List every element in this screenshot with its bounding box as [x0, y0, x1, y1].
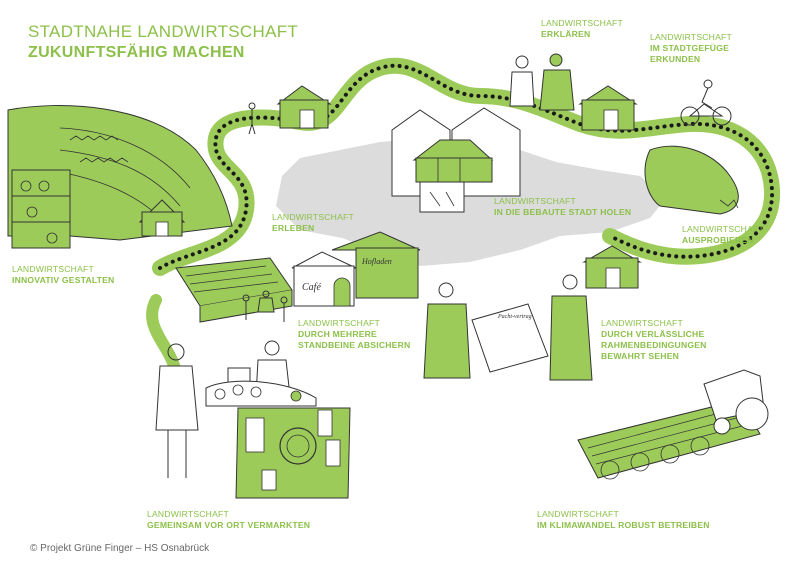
- label-line: IM KLIMAWANDEL ROBUST BETREIBEN: [537, 520, 710, 530]
- label-line: RAHMENBEDINGUNGEN: [601, 340, 707, 350]
- label-line: IN DIE BEBAUTE STADT HOLEN: [494, 207, 632, 217]
- hofladen-building: Hofladen: [331, 231, 421, 299]
- small-shed-left: [138, 199, 186, 237]
- crop-field: [175, 257, 293, 323]
- label-erklaeren: LANDWIRTSCHAFT ERKLÄREN: [541, 18, 623, 40]
- cafe-sign: Café: [302, 282, 321, 293]
- label-vermarkten: LANDWIRTSCHAFT GEMEINSAM VOR ORT VERMARK…: [147, 509, 310, 531]
- shed-mid-right: [582, 245, 642, 289]
- label-line: LANDWIRTSCHAFT: [147, 509, 229, 519]
- label-stadtgefuege: LANDWIRTSCHAFT IM STADTGEFÜGE ERKUNDEN: [650, 32, 732, 65]
- contract-document-text: Pacht-vertrag: [497, 314, 532, 320]
- copyright-credit: © Projekt Grüne Finger – HS Osnabrück: [30, 543, 210, 554]
- label-innovativ: LANDWIRTSCHAFT INNOVATIV GESTALTEN: [12, 264, 114, 286]
- label-line: ERLEBEN: [272, 223, 315, 233]
- market-table: [235, 407, 351, 499]
- label-line: INNOVATIV GESTALTEN: [12, 275, 115, 285]
- label-line: LANDWIRTSCHAFT: [272, 212, 354, 222]
- label-line: DURCH VERLÄSSLICHE: [601, 329, 705, 339]
- label-line: LANDWIRTSCHAFT: [601, 318, 683, 328]
- label-line: LANDWIRTSCHAFT: [682, 224, 764, 234]
- shelf-cabinet: [11, 169, 71, 249]
- label-line: LANDWIRTSCHAFT: [12, 264, 94, 274]
- label-standbeine: LANDWIRTSCHAFT DURCH MEHRERE STANDBEINE …: [298, 318, 410, 351]
- shed-right: [578, 85, 638, 131]
- label-line: LANDWIRTSCHAFT: [537, 509, 619, 519]
- label-line: LANDWIRTSCHAFT: [650, 32, 732, 42]
- label-erleben: LANDWIRTSCHAFT ERLEBEN: [272, 212, 354, 234]
- label-ausprobieren: LANDWIRTSCHAFT AUSPROBIEREN: [682, 224, 764, 246]
- label-line: LANDWIRTSCHAFT: [494, 196, 576, 206]
- tractor: [577, 369, 769, 480]
- label-rahmen: LANDWIRTSCHAFT DURCH VERLÄSSLICHE RAHMEN…: [601, 318, 707, 362]
- label-line: ERKLÄREN: [541, 29, 591, 39]
- title-line-2: ZUKUNFTSFÄHIG MACHEN: [28, 44, 245, 61]
- cyclist: [680, 79, 732, 126]
- title-line-1: STADTNAHE LANDWIRTSCHAFT: [28, 22, 299, 41]
- walking-person: [248, 102, 256, 135]
- label-line: ERKUNDEN: [650, 54, 701, 64]
- label-line: LANDWIRTSCHAFT: [298, 318, 380, 328]
- city-buildings: [391, 107, 521, 213]
- label-line: GEMEINSAM VOR ORT VERMARKTEN: [147, 520, 311, 530]
- visitors-group: [242, 290, 288, 322]
- label-line: DURCH MEHRERE: [298, 329, 377, 339]
- label-line: STANDBEINE ABSICHERN: [298, 340, 411, 350]
- label-line: LANDWIRTSCHAFT: [541, 18, 623, 28]
- market-scene: [155, 340, 317, 478]
- kneeling-gardener: [644, 145, 739, 215]
- explaining-people: [509, 53, 575, 111]
- label-line: BEWAHRT SEHEN: [601, 351, 680, 361]
- label-line: IM STADTGEFÜGE: [650, 43, 730, 53]
- cafe-building: Café: [291, 251, 357, 307]
- label-stadt-holen: LANDWIRTSCHAFT IN DIE BEBAUTE STADT HOLE…: [494, 196, 631, 218]
- contract-people: Pacht-vertrag: [423, 274, 593, 381]
- label-klimawandel: LANDWIRTSCHAFT IM KLIMAWANDEL ROBUST BET…: [537, 509, 710, 531]
- shed-top: [276, 85, 332, 129]
- label-line: AUSPROBIEREN: [682, 235, 754, 245]
- path-dots: [158, 63, 775, 270]
- hofladen-sign: Hofladen: [361, 257, 392, 266]
